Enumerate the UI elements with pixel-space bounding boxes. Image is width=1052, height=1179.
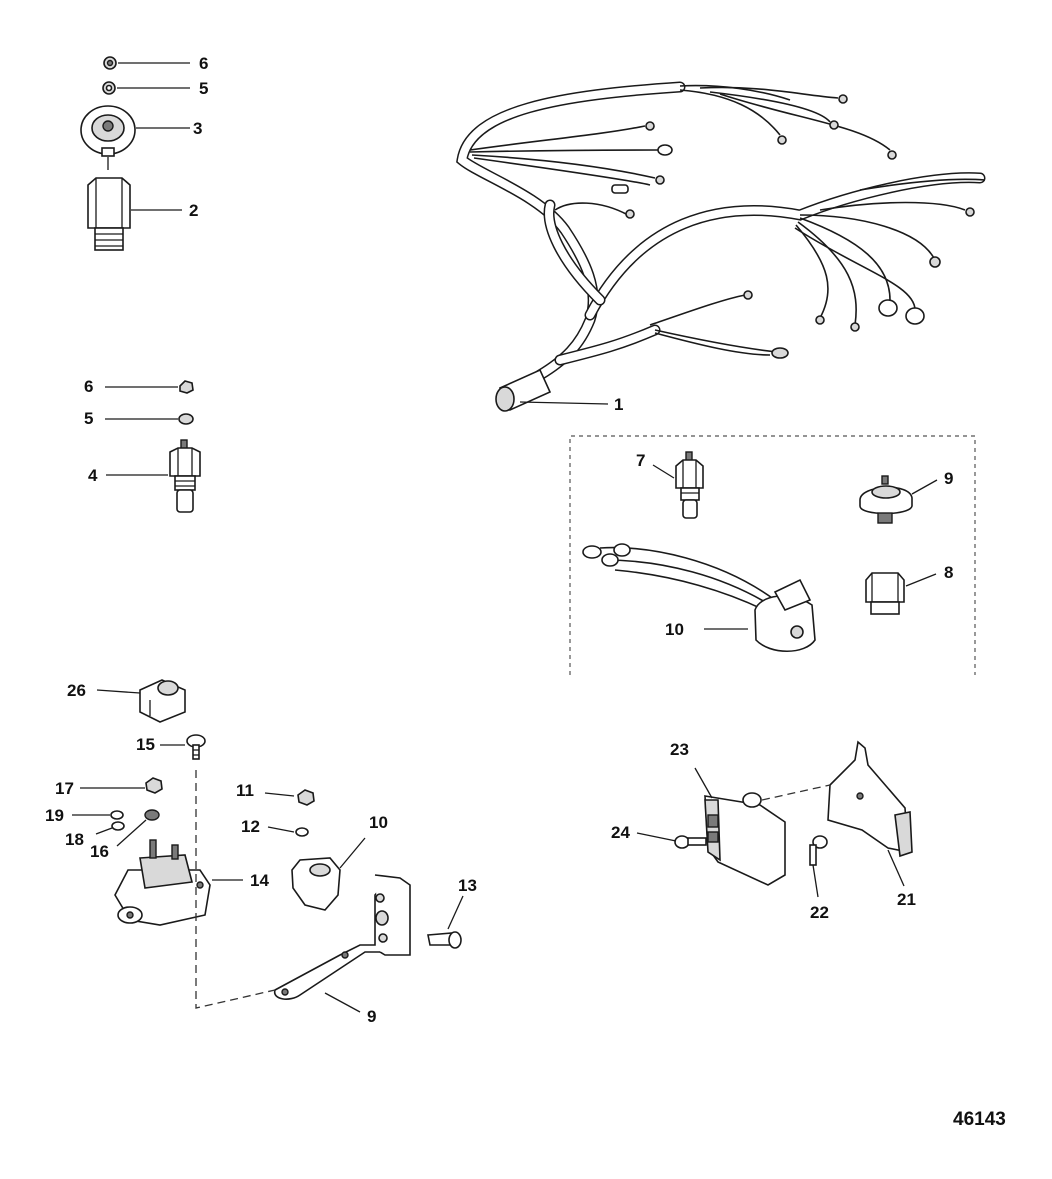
starter-solenoid-16 bbox=[114, 839, 211, 926]
sensor-harness-10 bbox=[582, 543, 816, 652]
callout-21: 19 bbox=[45, 806, 64, 825]
washer-5-mid bbox=[178, 413, 194, 425]
callout-19: 17 bbox=[55, 779, 74, 798]
relay-12 bbox=[291, 857, 341, 911]
callout-7: 7 bbox=[636, 451, 645, 470]
callout-11: 9 bbox=[367, 1007, 376, 1026]
callout-2: 2 bbox=[189, 201, 198, 220]
oil-pressure-sender-9 bbox=[859, 475, 913, 524]
module-25 bbox=[704, 792, 786, 886]
nut-6-top bbox=[103, 56, 117, 70]
figure-number: 46143 bbox=[953, 1109, 1006, 1130]
nut-19 bbox=[145, 777, 163, 794]
callout-18: 16 bbox=[90, 842, 109, 861]
callout-6a: 6 bbox=[199, 54, 208, 73]
callout-12: 10 bbox=[369, 813, 388, 832]
callout-10: 10 bbox=[665, 620, 684, 639]
harness-connector-plug bbox=[495, 368, 552, 412]
temperature-sender-4 bbox=[169, 439, 201, 513]
pressure-switch-3 bbox=[80, 105, 136, 157]
temperature-switch-7 bbox=[675, 451, 704, 519]
washer-21 bbox=[110, 810, 124, 820]
nut-6-mid bbox=[179, 380, 194, 394]
callout-1: 1 bbox=[614, 395, 623, 414]
bracket-11 bbox=[274, 874, 411, 1000]
wiring-harness-1 bbox=[456, 81, 986, 412]
callout-9: 9 bbox=[944, 469, 953, 488]
screw-24 bbox=[809, 835, 828, 866]
callout-4: 4 bbox=[88, 466, 98, 485]
callout-13: 11 bbox=[236, 781, 254, 800]
callout-16: 14 bbox=[250, 871, 269, 890]
screw-15 bbox=[427, 931, 462, 949]
mounting-bracket-23 bbox=[827, 740, 913, 858]
screw-26 bbox=[674, 835, 707, 849]
washer-5-top bbox=[102, 81, 116, 95]
callout-22: 26 bbox=[67, 681, 86, 700]
callout-8: 8 bbox=[944, 563, 953, 582]
callout-15: 13 bbox=[458, 876, 477, 895]
screw-17 bbox=[186, 734, 206, 760]
optional-kit-box bbox=[569, 435, 976, 675]
callout-5b: 5 bbox=[84, 409, 93, 428]
nut-13 bbox=[297, 789, 315, 806]
cover-22 bbox=[139, 679, 186, 723]
callout-24: 22 bbox=[810, 903, 829, 922]
callout-14: 12 bbox=[241, 817, 260, 836]
adapter-fitting-8 bbox=[865, 572, 905, 615]
lockwasher-20 bbox=[111, 821, 125, 831]
callout-25: 23 bbox=[670, 740, 689, 759]
callout-5a: 5 bbox=[199, 79, 208, 98]
callout-26: 24 bbox=[611, 823, 630, 842]
callout-17: 15 bbox=[136, 735, 155, 754]
callout-6b: 6 bbox=[84, 377, 93, 396]
terminal-nut-18 bbox=[144, 809, 160, 821]
washer-14 bbox=[295, 827, 309, 837]
callout-3: 3 bbox=[193, 119, 202, 138]
callout-20: 18 bbox=[65, 830, 84, 849]
callout-23: 21 bbox=[897, 890, 916, 909]
adapter-fitting-2 bbox=[87, 177, 131, 251]
